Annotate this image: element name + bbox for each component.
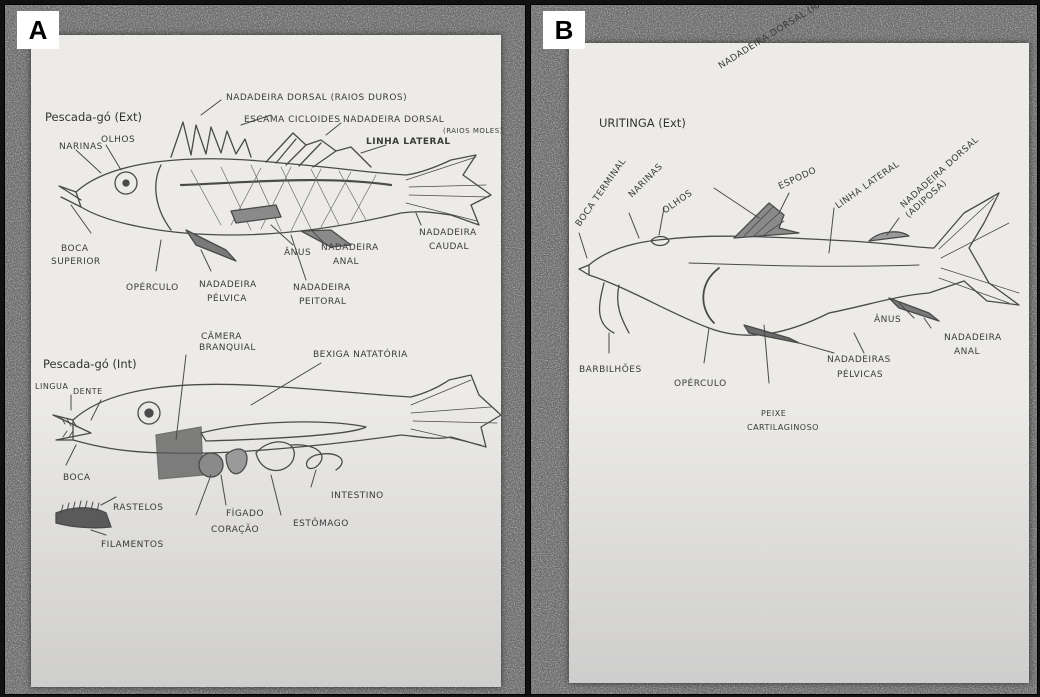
fish-body-outline (76, 155, 491, 235)
paper-sheet-b: URITINGA (Ext) NADADEIRA DORSAL (RAIOS D… (569, 43, 1029, 683)
label-nadadeira-peitoral: NADADEIRA (293, 283, 351, 293)
gill-rakers (56, 508, 111, 528)
label-nadadeira-anal: NADADEIRA (321, 243, 379, 253)
label-intestino: INTESTINO (331, 491, 384, 501)
label-branquial: BRANQUIAL (199, 343, 256, 353)
label-barbilhoes: BARBILHÕES (579, 365, 642, 375)
label-bexiga-natatoria: BEXIGA NATATÓRIA (313, 350, 408, 360)
label-nadadeira-caudal: NADADEIRA (419, 228, 477, 238)
stomach (256, 442, 294, 471)
fish-internal-outline (73, 375, 501, 453)
label-superior: SUPERIOR (51, 257, 101, 267)
panel-label-a: A (17, 11, 59, 49)
panel-b: B (530, 4, 1038, 695)
label-estomago: ESTÔMAGO (293, 519, 349, 529)
drawing-title: URITINGA (Ext) (599, 116, 686, 130)
barbel (600, 283, 629, 333)
label-narinas: NARINAS (59, 142, 103, 152)
label-peitoral: PEITORAL (299, 297, 346, 307)
label-nadadeiras-pelvicas: NADADEIRAS (827, 355, 891, 365)
label-operculo: OPÉRCULO (126, 283, 179, 293)
label-cartilaginoso: CARTILAGINOSO (747, 423, 819, 432)
label-raios-moles: (RAIOS MOLES) (443, 127, 503, 135)
label-olhos: OLHOS (101, 135, 135, 145)
pectoral-fin (231, 205, 281, 223)
label-figado: FÍGADO (226, 509, 264, 519)
adipose-fin (869, 232, 909, 241)
dorsal-fin-spiny (171, 122, 251, 157)
label-anal: ANAL (333, 257, 359, 267)
label-peixe: PEIXE (761, 409, 786, 418)
label-escama-cicloides: ESCAMA CICLOIDES (244, 115, 341, 125)
paper-sheet-a: Pescada-gó (Ext) NARINAS OLHOS NADADEIRA… (31, 35, 501, 687)
panel-a: A (4, 4, 526, 695)
dorsal-fin-soft (266, 133, 371, 167)
label-operculo: OPÉRCULO (674, 379, 727, 389)
label-nadadeira-anal: NADADEIRA (944, 333, 1002, 343)
label-lingua: LINGUA (35, 382, 68, 391)
label-anus: ÂNUS (874, 315, 901, 325)
label-rastelos: RASTELOS (113, 503, 163, 513)
label-caudal: CAUDAL (429, 242, 469, 252)
intestine (291, 445, 342, 470)
label-linha-lateral: LINHA LATERAL (366, 137, 451, 147)
heart (199, 453, 223, 477)
label-dente: DENTE (73, 387, 103, 396)
label-nadadeira-dorsal-raios-duros: NADADEIRA DORSAL (RAIOS DUROS) (226, 93, 407, 103)
pelvic-fin (744, 325, 799, 343)
liver (226, 449, 247, 474)
fish-external-drawing-b (569, 43, 1029, 683)
fish-body-outline (589, 193, 1019, 335)
panel-label-b: B (543, 11, 585, 49)
label-pelvicas: PÉLVICAS (837, 370, 883, 380)
label-boca: BOCA (61, 244, 89, 254)
label-boca-int: BOCA (63, 473, 91, 483)
drawing-title: Pescada-gó (Ext) (45, 110, 142, 124)
label-nadadeira-pelvica: NADADEIRA (199, 280, 257, 290)
label-pelvica: PÉLVICA (207, 294, 247, 304)
label-camera: CÂMERA (201, 332, 242, 342)
label-anus: ÂNUS (284, 248, 311, 258)
swim-bladder (201, 422, 366, 441)
label-nadadeira-dorsal-raios-moles: NADADEIRA DORSAL (343, 115, 444, 125)
label-anal: ANAL (954, 347, 980, 357)
gill-chamber (156, 427, 203, 479)
drawing-title: Pescada-gó (Int) (43, 357, 137, 371)
label-coracao: CORAÇÃO (211, 525, 259, 535)
label-filamentos: FILAMENTOS (101, 540, 164, 550)
